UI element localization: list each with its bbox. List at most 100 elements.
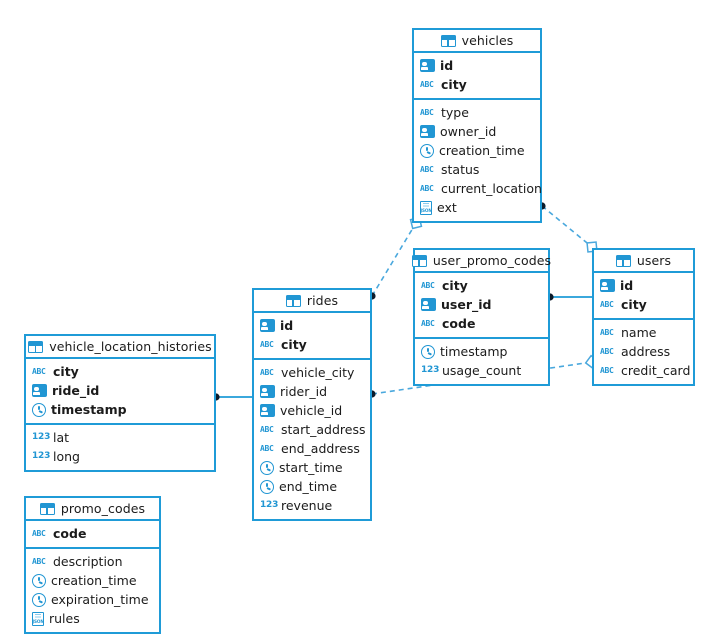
column-row[interactable]: rider_id	[254, 382, 370, 401]
column-name: city	[621, 297, 647, 312]
column-row[interactable]: ABC end_address	[254, 439, 370, 458]
column-row[interactable]: ABC code	[26, 524, 159, 543]
column-row[interactable]: user_id	[415, 295, 548, 314]
table-header-promo_codes[interactable]: promo_codes	[26, 498, 159, 521]
table-title: users	[636, 253, 672, 268]
table-header-vehicles[interactable]: vehicles	[414, 30, 540, 53]
column-row[interactable]: ABC city	[594, 295, 693, 314]
column-name: ext	[437, 200, 457, 215]
column-row[interactable]: rules	[26, 609, 159, 628]
column-name: city	[53, 364, 79, 379]
abc-icon: ABC	[32, 529, 46, 538]
number-icon: 123	[421, 365, 440, 375]
column-name: timestamp	[51, 402, 127, 417]
column-name: rider_id	[280, 384, 328, 399]
number-icon: 123	[32, 451, 51, 461]
table-header-vehicle_location_histories[interactable]: vehicle_location_histories	[26, 336, 214, 359]
table-icon	[285, 294, 301, 307]
abc-icon: ABC	[421, 281, 435, 290]
column-name: rules	[49, 611, 80, 626]
column-row[interactable]: ABC code	[415, 314, 548, 333]
number-icon: 123	[260, 500, 279, 510]
table-header-user_promo_codes[interactable]: user_promo_codes	[411, 250, 551, 273]
abc-icon: ABC	[32, 367, 46, 376]
column-row[interactable]: start_time	[254, 458, 370, 477]
number-icon: 123	[32, 432, 51, 442]
column-row[interactable]: timestamp	[415, 342, 548, 361]
table-icon	[39, 502, 55, 515]
column-name: type	[441, 105, 469, 120]
json-icon	[32, 611, 44, 626]
column-row[interactable]: id	[594, 276, 693, 295]
column-row[interactable]: owner_id	[414, 122, 540, 141]
column-row[interactable]: ABC description	[26, 552, 159, 571]
column-row[interactable]: timestamp	[26, 400, 214, 419]
column-name: long	[53, 449, 80, 464]
column-row[interactable]: end_time	[254, 477, 370, 496]
column-name: status	[441, 162, 480, 177]
abc-icon: ABC	[420, 184, 434, 193]
column-name: lat	[53, 430, 70, 445]
column-name: ride_id	[52, 383, 100, 398]
column-name: code	[442, 316, 476, 331]
relationship-user_promo_codes-users[interactable]	[546, 293, 592, 301]
column-row[interactable]: id	[414, 56, 540, 75]
column-name: description	[53, 554, 123, 569]
column-row[interactable]: creation_time	[414, 141, 540, 160]
column-row[interactable]: expiration_time	[26, 590, 159, 609]
relationship-line	[371, 222, 417, 297]
column-row[interactable]: creation_time	[26, 571, 159, 590]
abc-icon: ABC	[600, 328, 614, 337]
column-name: code	[53, 526, 87, 541]
abc-icon: ABC	[421, 319, 435, 328]
abc-icon: ABC	[600, 300, 614, 309]
column-name: id	[440, 58, 454, 73]
relationship-vehicles-users[interactable]	[538, 202, 598, 253]
table-header-users[interactable]: users	[594, 250, 693, 273]
uuid-icon	[260, 404, 275, 417]
uuid-icon	[420, 59, 435, 72]
column-row[interactable]: ABC city	[26, 362, 214, 381]
column-name: city	[441, 77, 467, 92]
abc-icon: ABC	[260, 425, 274, 434]
column-row[interactable]: id	[254, 316, 370, 335]
column-name: credit_card	[621, 363, 691, 378]
uuid-icon	[260, 385, 275, 398]
column-name: end_address	[281, 441, 360, 456]
abc-icon: ABC	[260, 444, 274, 453]
table-header-rides[interactable]: rides	[254, 290, 370, 313]
relationship-vehicle_location_histories-rides[interactable]	[212, 393, 252, 401]
clock-icon	[32, 402, 46, 417]
column-row[interactable]: ride_id	[26, 381, 214, 400]
column-row[interactable]: vehicle_id	[254, 401, 370, 420]
column-row[interactable]: ext	[414, 198, 540, 217]
abc-icon: ABC	[32, 557, 46, 566]
